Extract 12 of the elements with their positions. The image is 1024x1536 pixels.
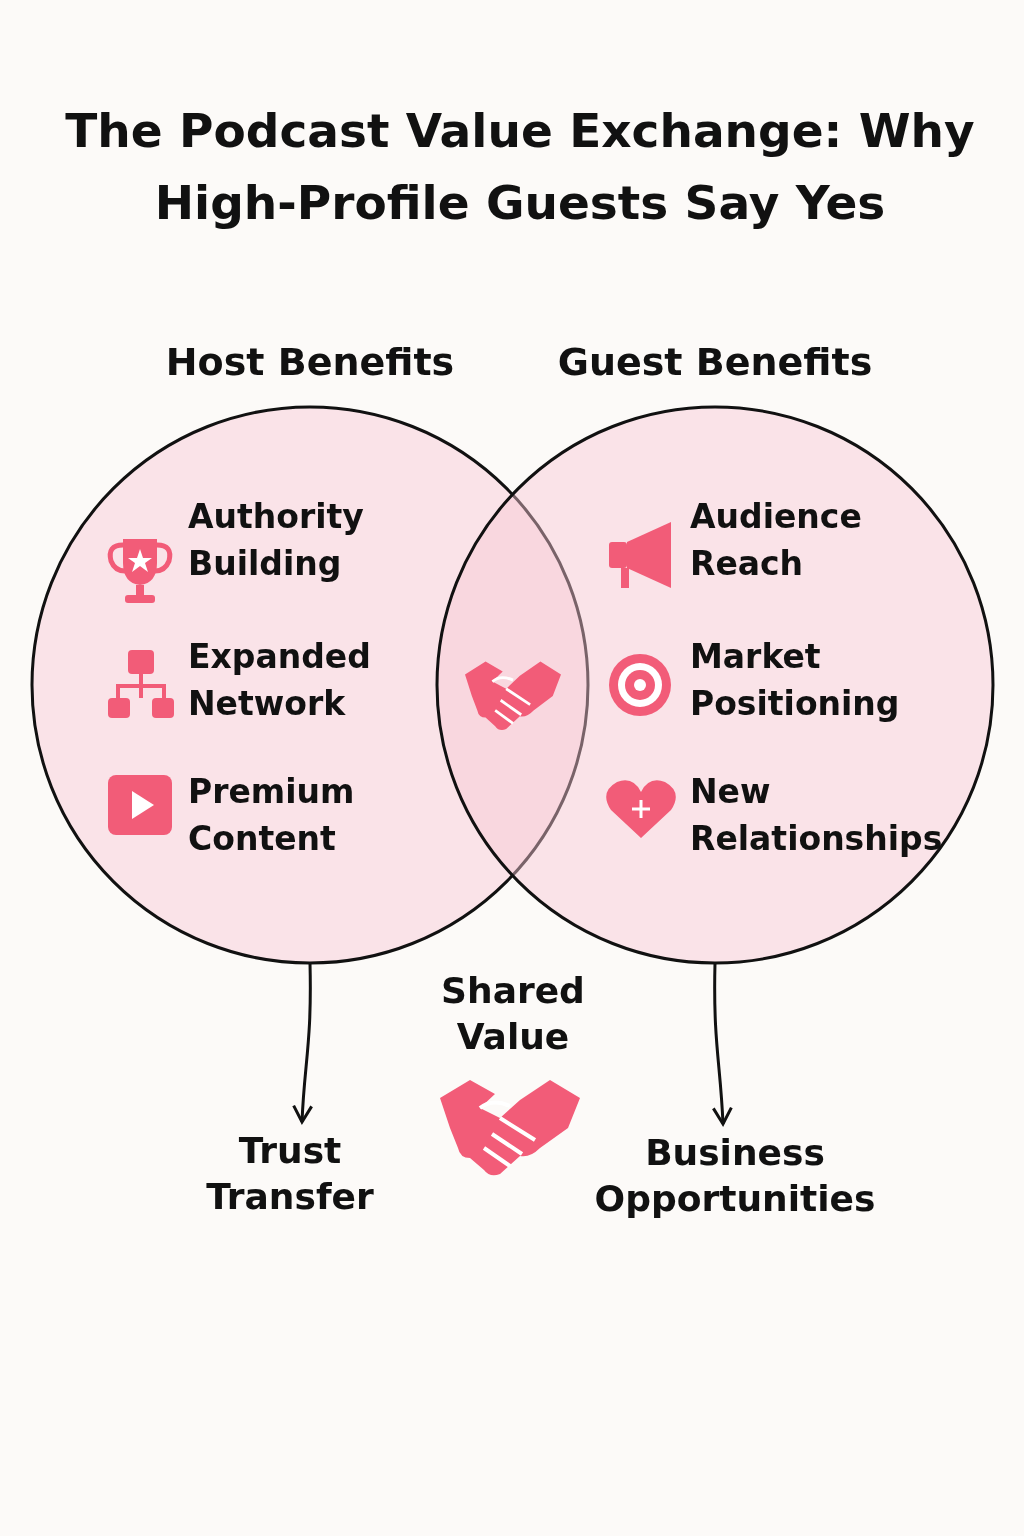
benefit-label: Authority Building: [188, 496, 365, 585]
benefit-label: Market Positioning: [690, 636, 901, 725]
benefit-label: Premium Content: [188, 771, 356, 860]
outcome-label: Trust Transfer: [190, 1128, 390, 1220]
title: The Podcast Value Exchange: Why High-Profile Guests Say Yes: [64, 102, 976, 232]
text-label: Shared Value: [440, 969, 586, 1059]
benefit-label: Audience Reach: [690, 496, 863, 585]
benefit-label: New Relationships: [690, 771, 944, 860]
arrow: [292, 962, 314, 1124]
benefit-label: Expanded Network: [188, 636, 372, 725]
arrow: [711, 962, 733, 1126]
outcome-label: Business Opportunities: [580, 1130, 890, 1222]
